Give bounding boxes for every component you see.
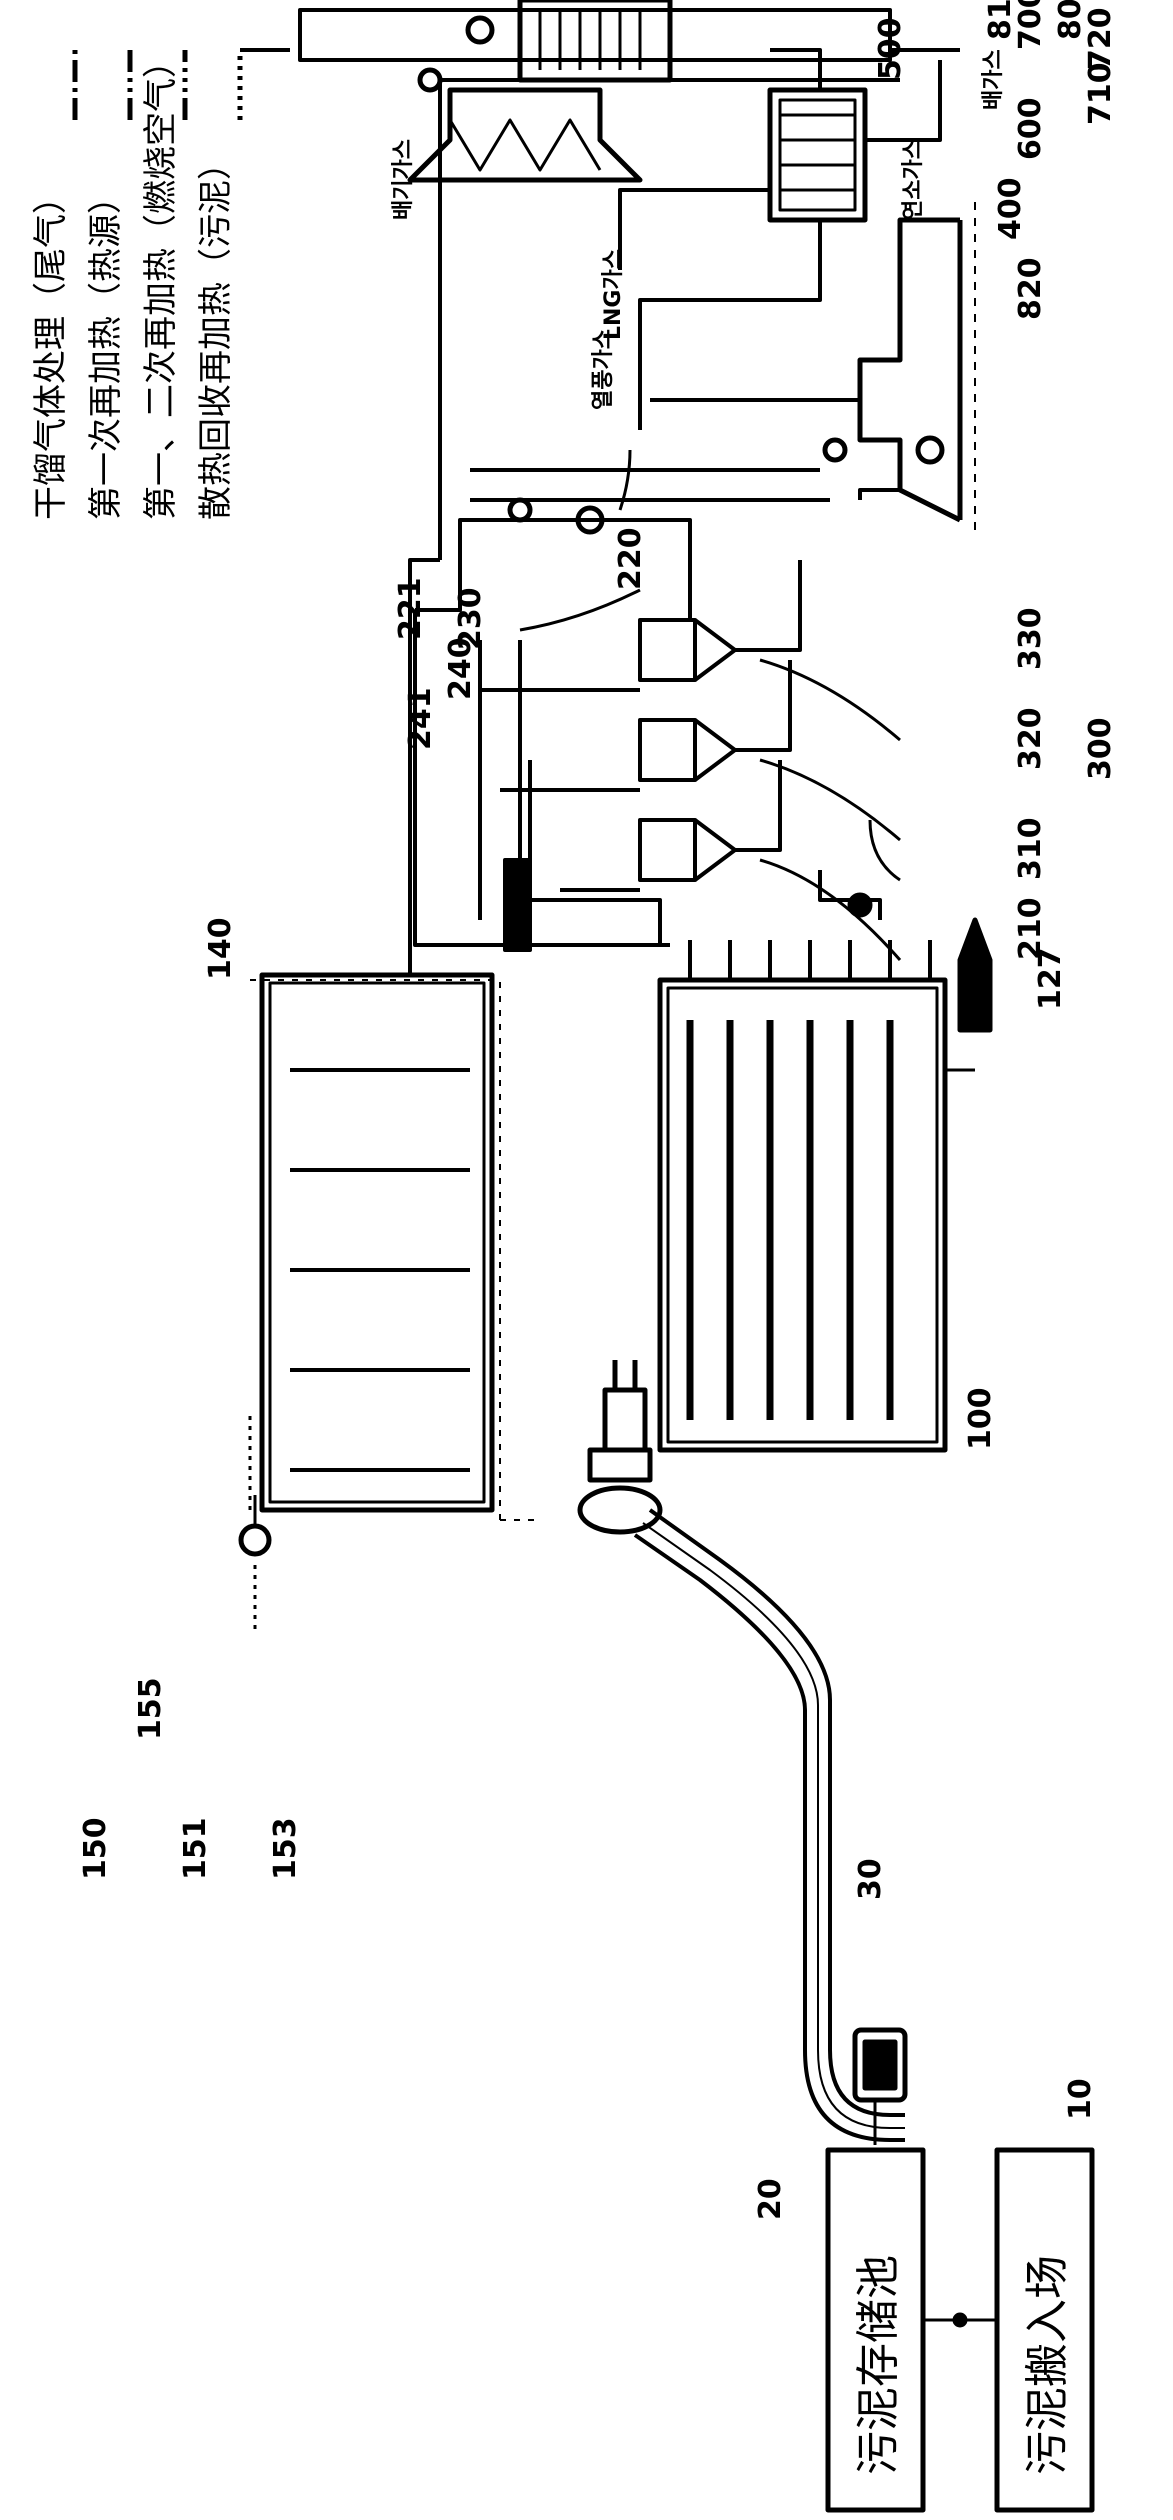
exhaust-gas-label: 배기가스: [391, 139, 416, 220]
legend-text-3: 第一、二次再加热（燃烧空气）: [141, 44, 181, 520]
sludge-intake-label: 污泥搬入场: [1022, 2255, 1073, 2475]
legend-text-2: 第一次再加热（热源）: [86, 180, 126, 520]
sludge-intake-box: [994, 2147, 1095, 2513]
conveyor-30: [648, 1508, 905, 2117]
pump-30: [852, 2027, 908, 2103]
label-153: 153: [268, 1817, 303, 1880]
label-600: 600: [1013, 97, 1048, 160]
dryer-140: [259, 972, 495, 1513]
carbonizer-100: [657, 977, 948, 1453]
label-30: 30: [853, 1858, 888, 1900]
label-240: 240: [443, 637, 478, 700]
label-127: 127: [1033, 947, 1068, 1010]
label-400: 400: [993, 177, 1028, 240]
label-500: 500: [873, 17, 908, 80]
discharge-127: [957, 917, 993, 1033]
label-150: 150: [78, 1817, 113, 1880]
label-155: 155: [133, 1677, 168, 1740]
label-230: 230: [453, 587, 488, 650]
label-10: 10: [1063, 2078, 1098, 2120]
label-151: 151: [178, 1817, 213, 1880]
unit-700: [517, 0, 673, 83]
sludge-storage-box: [825, 2147, 926, 2513]
korean-label-3: 연소가스: [901, 139, 926, 220]
korean-label-4: 배가스: [981, 49, 1006, 110]
label-810: 810: [983, 0, 1018, 40]
label-140: 140: [203, 917, 238, 980]
unit-500: [767, 87, 868, 223]
label-220: 220: [613, 527, 648, 590]
label-100: 100: [963, 1387, 998, 1450]
label-700: 700: [1013, 0, 1048, 50]
unit-600: [407, 87, 643, 183]
cyclones-300: [478, 560, 802, 952]
label-241: 241: [403, 687, 438, 750]
label-221: 221: [393, 577, 428, 640]
korean-label-2: 열풍가스: [591, 329, 616, 410]
label-330: 330: [1013, 607, 1048, 670]
label-310: 310: [1013, 817, 1048, 880]
korean-label-1: LNG가스: [601, 249, 626, 340]
stack-800: [240, 8, 960, 62]
label-20: 20: [753, 2178, 788, 2220]
label-300: 300: [1083, 717, 1118, 780]
sludge-storage-label: 污泥存储池: [853, 2255, 904, 2475]
label-320: 320: [1013, 707, 1048, 770]
label-820: 820: [1013, 257, 1048, 320]
legend-lines: [72, 50, 243, 120]
label-720: 720: [1083, 7, 1118, 70]
label-710: 710: [1083, 62, 1118, 125]
legend-text-4: 散热回收再加热（污泥）: [196, 146, 236, 520]
label-210: 210: [1013, 897, 1048, 960]
label-800: 800: [1053, 0, 1088, 40]
legend-text-1: 干馏气体处理（尾气）: [31, 180, 71, 520]
